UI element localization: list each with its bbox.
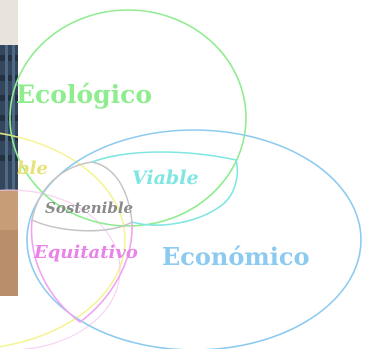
equitativo-label: Equitativo <box>33 242 138 263</box>
economico-label: Económico <box>162 242 310 271</box>
equitativo-region-outline <box>30 219 133 323</box>
social-set-circle <box>0 132 126 348</box>
ecologico-set-circle <box>9 9 247 227</box>
economico-set-circle <box>26 129 362 349</box>
background-photo-strip <box>0 0 18 296</box>
viable-label: Viable <box>132 167 199 189</box>
ecologico-label: Ecológico <box>16 80 152 109</box>
social-partial-label: ble <box>17 158 48 179</box>
equitativo-outer-circle <box>0 189 121 349</box>
sostenible-region-outline <box>31 161 133 232</box>
sostenible-label: Sostenible <box>45 199 133 217</box>
viable-region-outline <box>91 151 239 226</box>
